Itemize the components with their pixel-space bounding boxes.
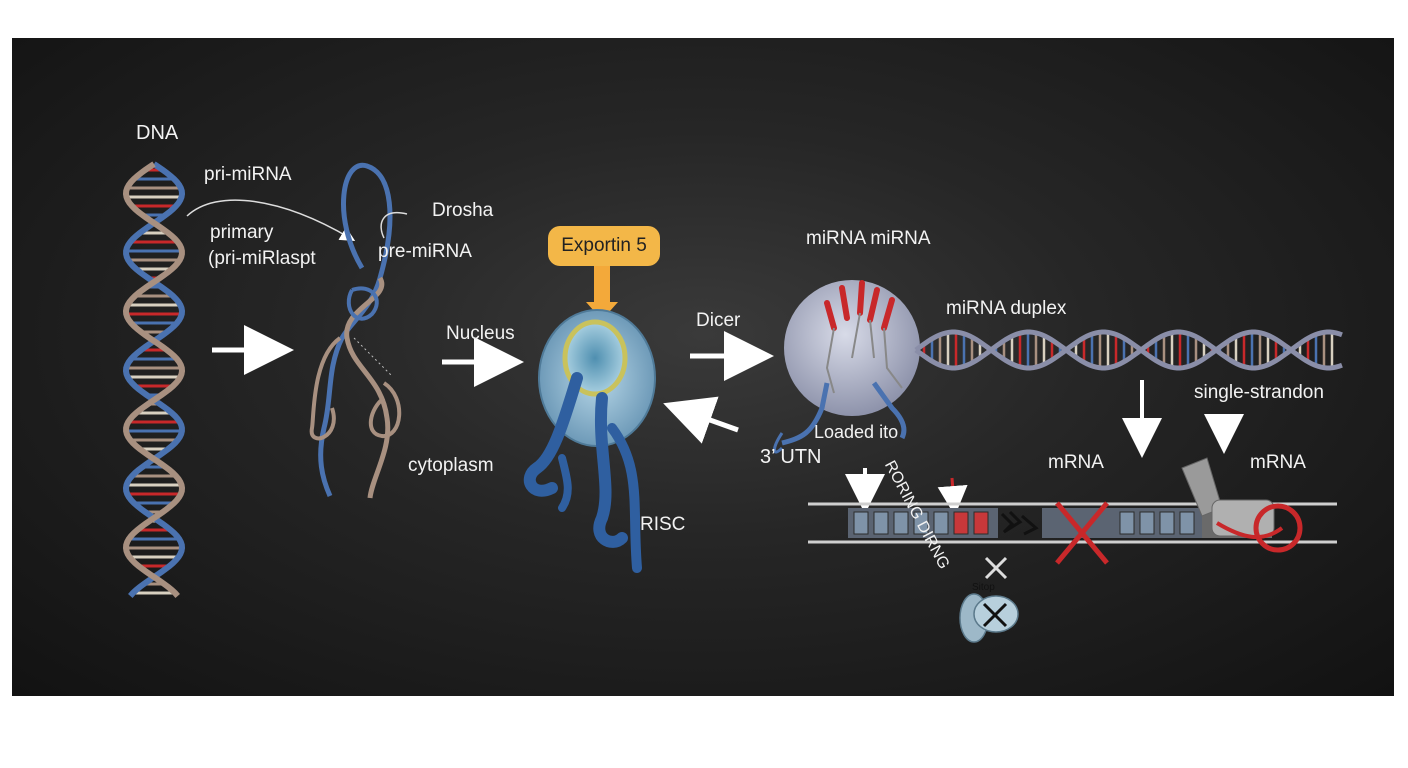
track-segment (1179, 511, 1195, 535)
exportin-pointer (586, 266, 618, 320)
label-dicer: Dicer (696, 310, 741, 331)
track-segment (893, 511, 909, 535)
track-segment (953, 511, 969, 535)
risc-complex-right (1181, 457, 1303, 553)
duplex-strand-a (914, 329, 1343, 371)
label-dna: DNA (136, 122, 179, 144)
nucleus-risc (523, 309, 656, 573)
label-3-utn: 3’ UTN (760, 446, 822, 468)
ribosome-stop (959, 593, 1019, 643)
label-loaded-into: Loaded ito (814, 422, 899, 442)
label-risc: RISC (640, 514, 686, 535)
stop-x-icon (984, 556, 1008, 580)
label-mrna-2: mRNA (1250, 452, 1306, 473)
arrow-red-down (937, 477, 968, 516)
label-pri-mirna: pri-miRNA (204, 164, 292, 185)
label-single-strand: single-strandon (1194, 382, 1324, 403)
label-mirna-mirna: miRNA miRNA (806, 228, 931, 249)
label-nucleus: Nucleus (446, 323, 515, 344)
track-segment (933, 511, 949, 535)
cleavage-x-icon (1055, 501, 1109, 565)
drosha-pointer (380, 211, 408, 239)
track-segment (853, 511, 869, 535)
label-pre-mirna: pre-miRNA (378, 241, 472, 262)
track-segment (1159, 511, 1175, 535)
track-segment (913, 511, 929, 535)
track-segment (973, 511, 989, 535)
arrow-back-to-risc (663, 396, 739, 444)
track-break (1000, 510, 1039, 536)
diagram-canvas: DNA pri-miRNA primary (pri-miRlaspt Dros… (12, 38, 1394, 696)
label-stop: Sitop (972, 582, 995, 593)
dna-strand-a (122, 161, 186, 598)
label-primary-1: primary (210, 222, 274, 243)
track-segment (1139, 511, 1155, 535)
label-mrna-1: mRNA (1048, 452, 1104, 473)
track-segments (853, 511, 1195, 535)
exportin-box: Exportin 5 (548, 226, 660, 266)
label-cytoplasm: cytoplasm (408, 455, 494, 476)
dicer-sphere (773, 280, 920, 454)
track-segment (873, 511, 889, 535)
label-drosha: Drosha (432, 200, 494, 221)
diagram-svg (122, 161, 1343, 643)
duplex-strand-b (914, 329, 1343, 371)
dna-strand-b (122, 161, 186, 598)
pre-mirna-hairpin (309, 162, 402, 499)
track-segment (1119, 511, 1135, 535)
label-primary-2: (pri-miRlaspt (208, 248, 316, 269)
label-mirna-duplex: miRNA duplex (946, 298, 1067, 319)
pri-mirna-arrow (186, 199, 356, 242)
